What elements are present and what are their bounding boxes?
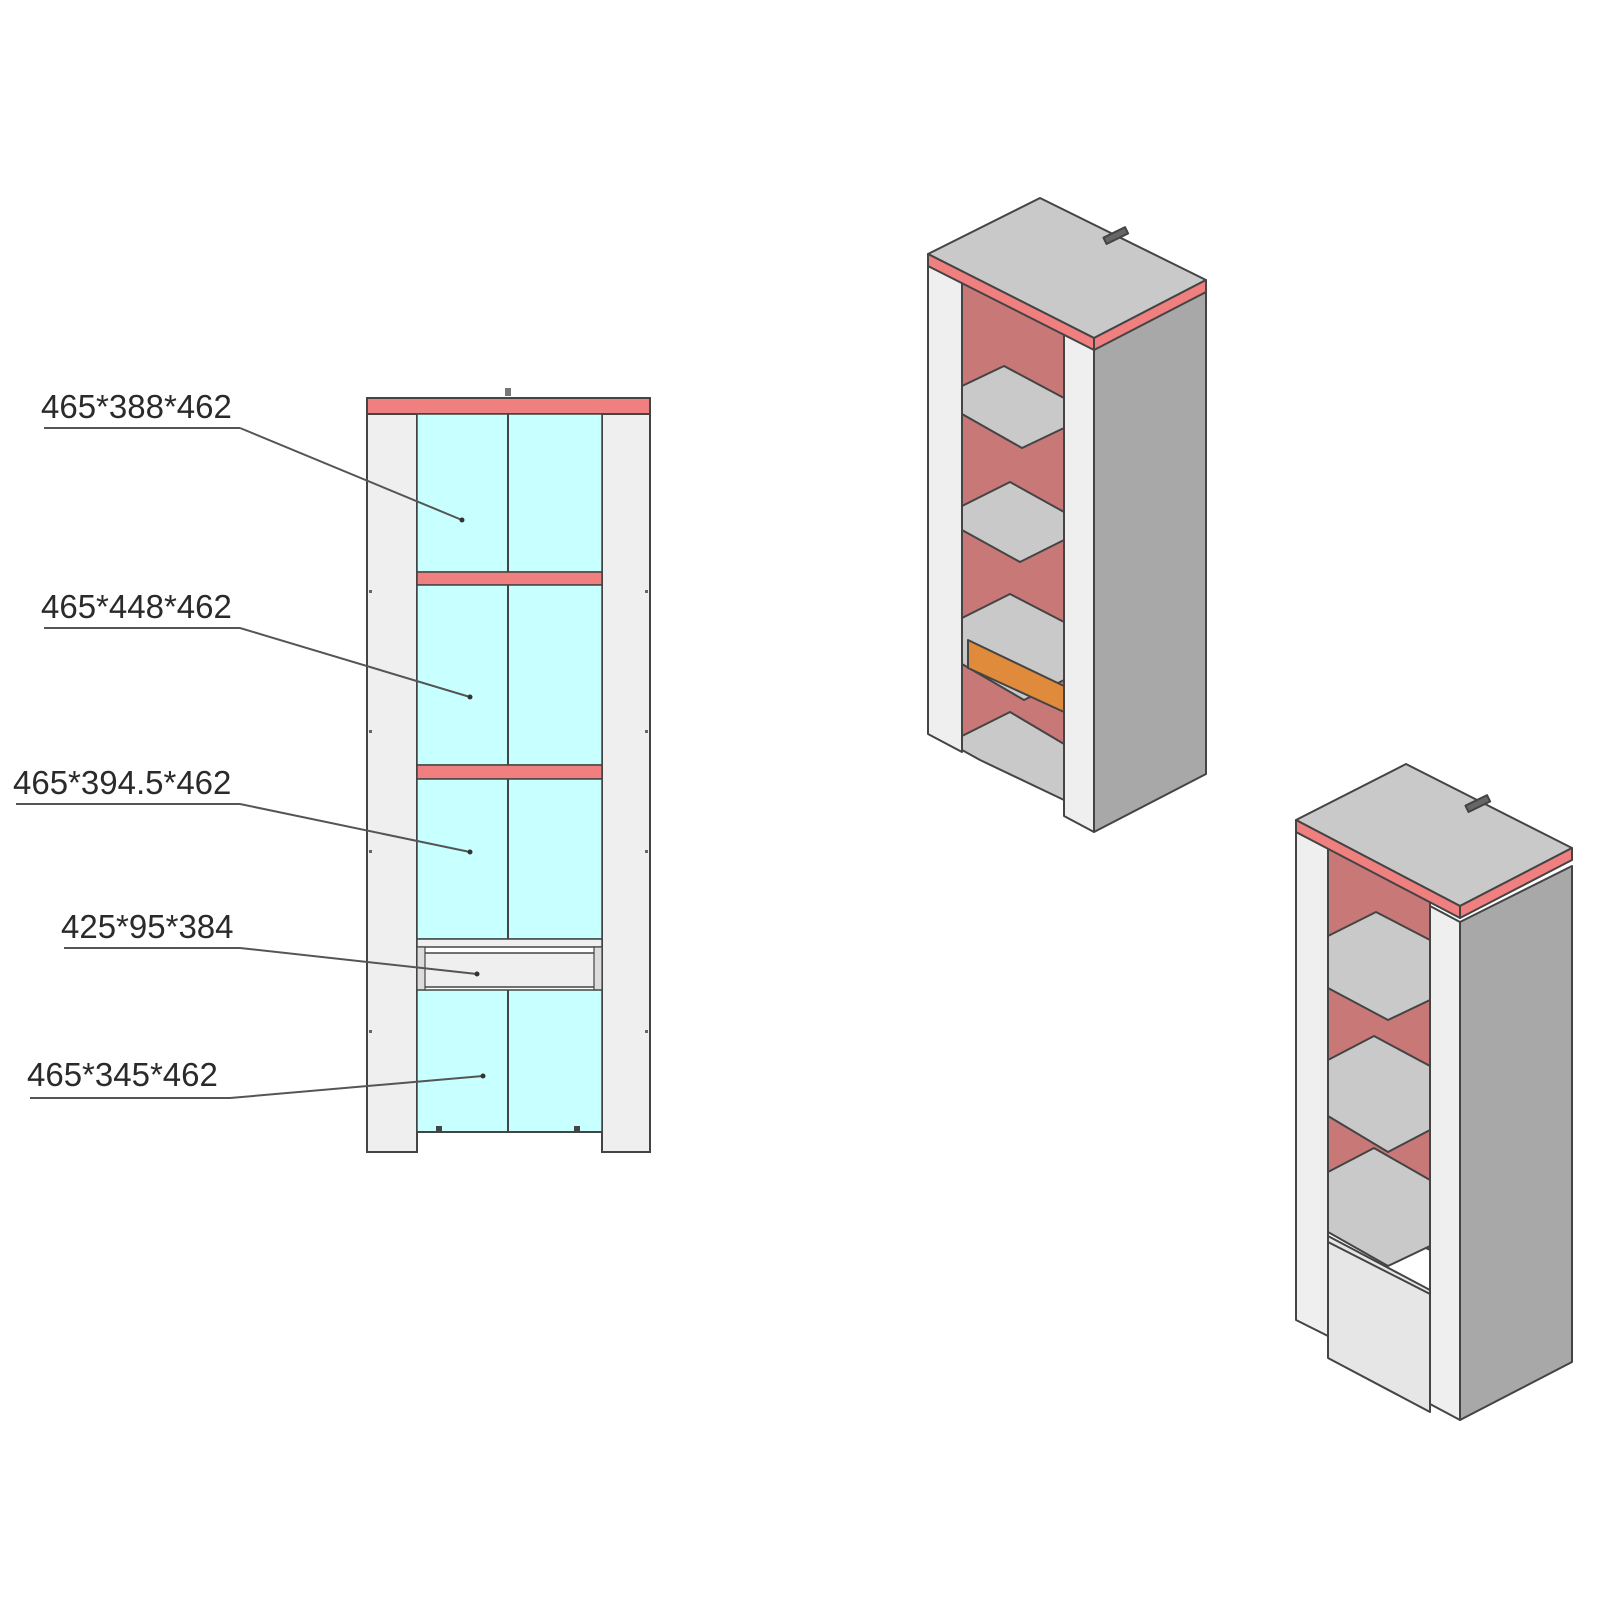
leader-dot <box>467 694 473 700</box>
handle-knob-icon <box>1464 794 1492 813</box>
left-side-panel <box>366 413 418 1153</box>
screw-point-icon <box>369 590 648 1033</box>
shelf-2 <box>416 764 603 780</box>
isometric-view-open <box>927 197 1207 833</box>
right-front-stile <box>1429 905 1461 1421</box>
foot-left <box>436 1126 442 1132</box>
leader-dot <box>480 1073 486 1079</box>
glass-compartment-1 <box>416 413 603 573</box>
right-side-panel <box>1093 291 1207 833</box>
drawer-handle-line <box>1327 1241 1431 1295</box>
dimension-label: 425*95*384 <box>61 908 234 945</box>
leader-dot <box>459 517 465 523</box>
right-side-panel <box>1459 865 1573 1421</box>
leader-dot <box>467 849 473 855</box>
drawer-front <box>1327 1235 1431 1413</box>
isometric-view-closed <box>1295 763 1573 1421</box>
dimension-label: 465*448*462 <box>41 588 232 625</box>
right-side-panel <box>601 413 651 1153</box>
foot-right <box>574 1126 580 1132</box>
handle-knob-icon <box>1102 226 1130 245</box>
dimension-label: 465*388*462 <box>41 388 232 425</box>
shelf-1 <box>416 571 603 586</box>
dimension-callouts: 465*388*462 465*448*462 465*394.5*462 42… <box>13 388 486 1099</box>
dimension-label: 465*345*462 <box>27 1056 218 1093</box>
glass-compartment-3 <box>416 778 603 940</box>
top-edge-band <box>1459 847 1573 919</box>
right-front-stile <box>1063 327 1095 833</box>
top-board <box>366 397 651 415</box>
drawer-shelf <box>416 938 603 948</box>
glass-compartment-2 <box>416 584 603 766</box>
handle-knob-icon <box>505 388 511 396</box>
top-edge-band <box>1093 279 1207 351</box>
left-front-stile <box>927 265 963 753</box>
front-elevation <box>366 388 651 1153</box>
left-front-stile <box>1295 831 1329 1337</box>
glass-compartment-4 <box>416 989 603 1133</box>
dimension-label: 465*394.5*462 <box>13 764 231 801</box>
leader-dot <box>474 971 480 977</box>
